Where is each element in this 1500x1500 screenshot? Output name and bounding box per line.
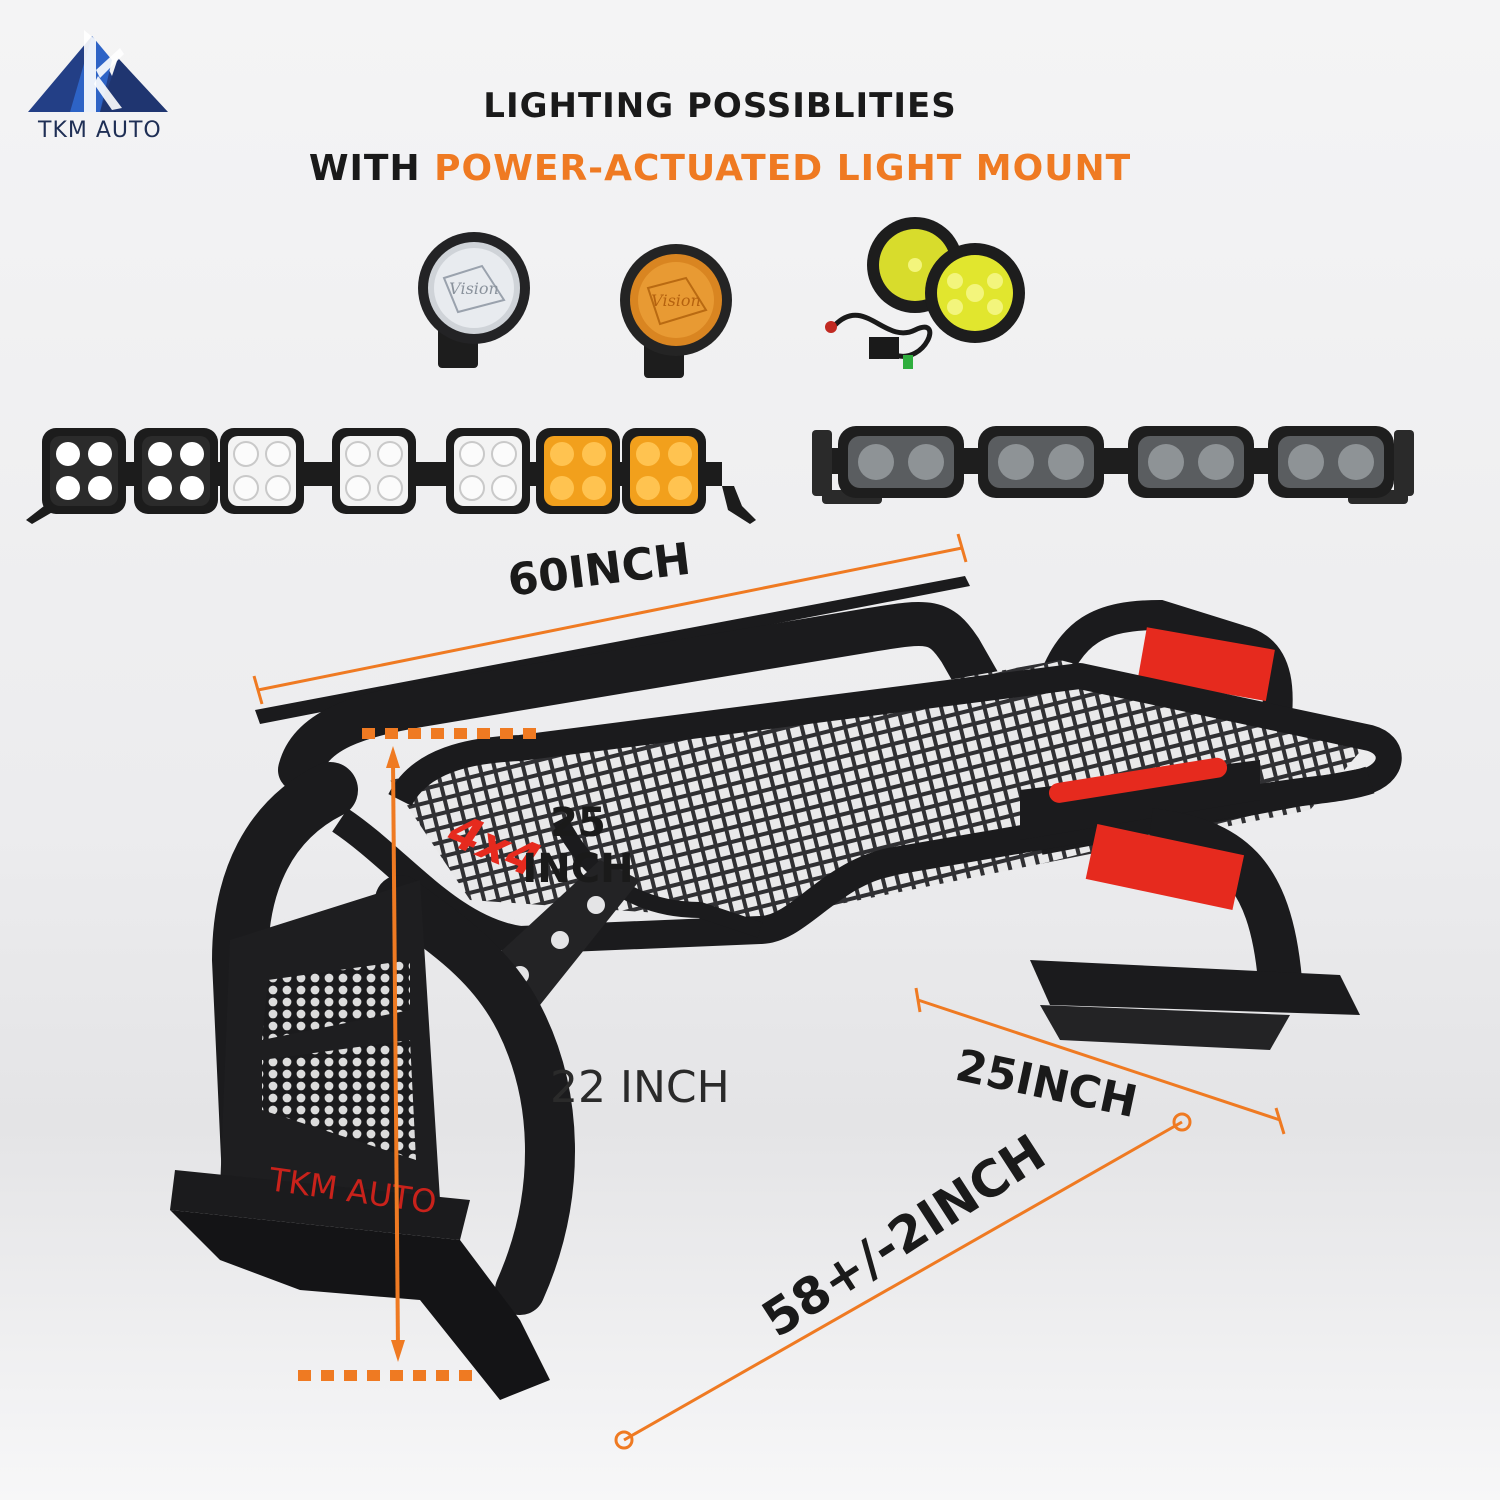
headline-prefix: WITH [308, 148, 435, 189]
light-pod [332, 428, 416, 514]
dimension-height-value: 25 [550, 800, 606, 846]
amber-round-light-icon: Vision [620, 244, 732, 378]
clear-round-light-icon: Vision [418, 232, 530, 368]
dimension-leg-height-label: 22 INCH [550, 1062, 730, 1113]
tkm-auto-logo-icon [28, 30, 168, 112]
brand-name: TKM AUTO [38, 118, 162, 143]
light-pod [536, 428, 620, 514]
light-pod [838, 426, 964, 498]
light-pod [622, 428, 706, 514]
dimension-height-unit: INCH [522, 846, 634, 892]
headline-line2: WITH POWER-ACTUATED LIGHT MOUNT [0, 148, 1440, 189]
light-pod [1268, 426, 1394, 498]
svg-text:Vision: Vision [651, 291, 701, 310]
light-pod [978, 426, 1104, 498]
light-pod [1128, 426, 1254, 498]
light-pod [220, 428, 304, 514]
dimension-height-label: 25 INCH [518, 800, 638, 892]
light-pod [134, 428, 218, 514]
light-pod [42, 428, 126, 514]
yellow-dual-light-kit-icon [825, 217, 1025, 369]
light-pod [446, 428, 530, 514]
svg-text:Vision: Vision [449, 279, 499, 298]
quad-pod-light-bar-icon [812, 426, 1414, 504]
headline-highlight: POWER-ACTUATED LIGHT MOUNT [434, 148, 1132, 189]
multi-pod-light-bar-icon [26, 428, 756, 524]
headline-line1: LIGHTING POSSIBLITIES [483, 86, 957, 126]
